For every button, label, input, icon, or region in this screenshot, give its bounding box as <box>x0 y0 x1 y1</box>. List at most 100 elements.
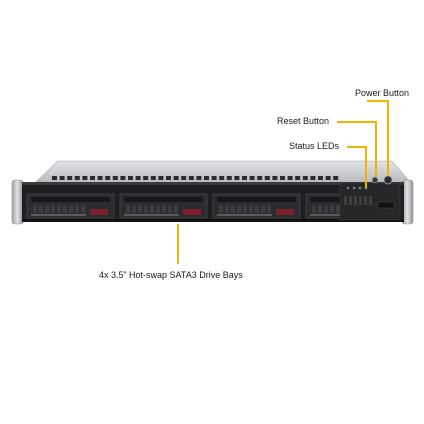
vent-slot <box>74 176 80 180</box>
status-leds-leader-v <box>365 146 367 188</box>
panel-vent <box>349 196 352 205</box>
vent-slot <box>242 176 247 180</box>
status-led <box>352 186 356 190</box>
tray-handle <box>124 214 179 216</box>
tray-vent <box>31 197 110 202</box>
tray-latch[interactable] <box>90 209 108 215</box>
vent-slot <box>143 176 149 180</box>
panel-vent <box>354 196 357 205</box>
vent-slot <box>249 176 255 180</box>
tray-grille <box>168 205 172 213</box>
tray-grille <box>336 205 340 213</box>
vent-slot <box>90 176 95 180</box>
rack-ear-left <box>11 179 24 225</box>
tray-grille <box>126 205 130 213</box>
power-button-leader-h <box>367 100 389 102</box>
tray-grille <box>132 205 136 213</box>
status-led <box>346 186 350 190</box>
vent-slot <box>219 176 225 180</box>
tray-grille <box>225 205 229 213</box>
drive-bays-leader <box>177 224 179 264</box>
control-panel <box>339 175 401 221</box>
tray-grille <box>39 205 43 213</box>
tray-grille <box>255 205 259 213</box>
tray-grille <box>249 205 253 213</box>
tray-grille <box>318 205 322 213</box>
power-button[interactable] <box>383 175 393 185</box>
drive-bay[interactable] <box>119 193 208 219</box>
tray-grille <box>324 205 328 213</box>
vent-slot <box>188 176 194 180</box>
vent-slot <box>257 176 263 180</box>
tray-vent <box>217 197 296 202</box>
tray-grille <box>156 205 160 213</box>
vent-slot <box>67 176 73 180</box>
panel-vent <box>359 196 362 205</box>
vent-slot <box>112 176 118 180</box>
vent-slot <box>59 176 65 180</box>
bezel-bottom-lip <box>22 219 404 222</box>
tray-grille <box>261 205 265 213</box>
tray-grille <box>330 205 334 213</box>
vent-slot <box>264 176 270 180</box>
tray-grille <box>138 205 142 213</box>
reset-button-leader-v <box>375 121 377 177</box>
vent-slot <box>135 176 141 180</box>
status-leds <box>344 186 372 205</box>
vent-slot <box>325 176 331 180</box>
vent-slot <box>318 176 323 180</box>
tray-grille <box>243 205 247 213</box>
tray-grille <box>162 205 166 213</box>
tray-grille <box>312 205 316 213</box>
reset-button-leader-h <box>337 121 377 123</box>
vent-slot <box>226 176 232 180</box>
vent-slot <box>196 176 202 180</box>
bezel-top-lip <box>22 182 404 185</box>
tray-vent <box>124 197 203 202</box>
tray-grille <box>69 205 73 213</box>
reset-button-label: Reset Button <box>277 116 330 126</box>
panel-vent <box>364 196 367 205</box>
drive-bay[interactable] <box>212 193 301 219</box>
vent-slot <box>234 176 240 180</box>
vent-slot <box>150 176 156 180</box>
drive-bays-label: 4x 3.5” Hot-swap SATA3 Drive Bays <box>99 270 243 280</box>
vent-slot <box>295 176 301 180</box>
tray-grille <box>174 205 178 213</box>
tray-grille <box>75 205 79 213</box>
vent-slot <box>105 176 111 180</box>
vent-slot <box>52 176 57 180</box>
vent-slot <box>280 176 285 180</box>
tray-grille <box>150 205 154 213</box>
tray-grille <box>237 205 241 213</box>
tray-grille <box>267 205 271 213</box>
vent-slot <box>166 176 171 180</box>
vent-slot <box>333 176 339 180</box>
vent-strip <box>52 176 339 180</box>
tray-latch[interactable] <box>276 209 294 215</box>
tray-grille <box>45 205 49 213</box>
front-port <box>377 201 395 209</box>
vent-slot <box>204 176 209 180</box>
tray-handle <box>31 214 86 216</box>
tray-handle <box>217 214 272 216</box>
tray-latch[interactable] <box>183 209 201 215</box>
vent-slot <box>287 176 293 180</box>
reset-button[interactable] <box>371 176 379 184</box>
vent-slot <box>310 176 316 180</box>
vent-slot <box>181 176 187 180</box>
tray-handle <box>310 214 365 216</box>
vent-slot <box>272 176 278 180</box>
panel-vent <box>344 196 347 205</box>
drive-bay[interactable] <box>26 193 115 219</box>
tray-grille <box>33 205 37 213</box>
vent-slot <box>82 176 88 180</box>
power-button-leader-v <box>387 100 389 176</box>
status-leds-label: Status LEDs <box>289 141 340 151</box>
status-leds-leader-h <box>347 146 367 148</box>
vent-slot <box>97 176 103 180</box>
vent-slot <box>302 176 308 180</box>
vent-slot <box>211 176 217 180</box>
